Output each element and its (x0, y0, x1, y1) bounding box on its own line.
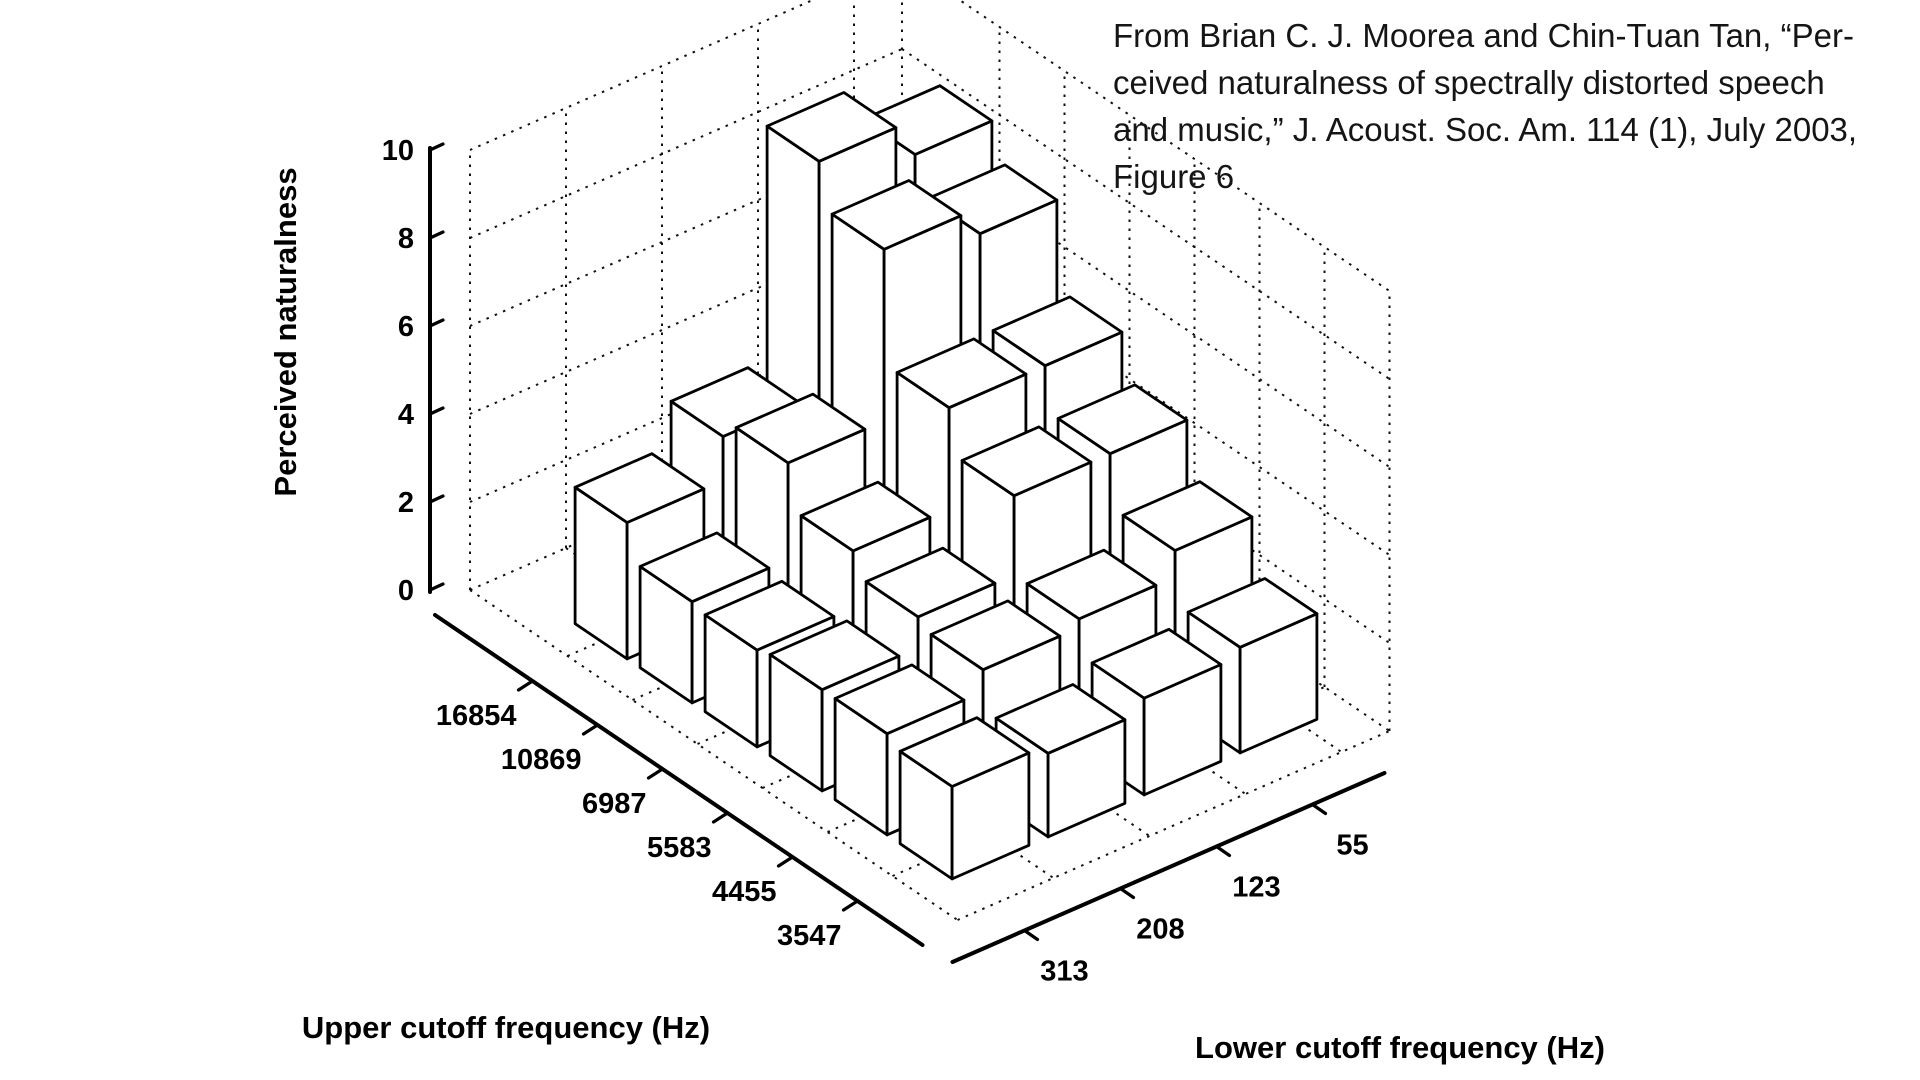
bar-4455-123-top (1025, 548, 1158, 621)
floor-front-edge (957, 730, 1390, 921)
wall-left-zline (469, 136, 903, 327)
bar-3547-55-top (1186, 577, 1319, 649)
col-tick (1118, 886, 1136, 900)
z-tick-label: 6 (398, 311, 414, 343)
bar-3547-313-top (898, 716, 1031, 788)
caption-line: ceived naturalness of spectrally distort… (1113, 64, 1825, 101)
bar-6987-123-top (895, 337, 1028, 410)
bar-4455-313-top (833, 663, 966, 736)
row-tick (711, 811, 730, 824)
row-tick (646, 767, 665, 780)
col-tick (1310, 802, 1328, 816)
bar-10869-313-top (638, 531, 771, 604)
bar-4455-208-top (929, 599, 1062, 672)
row-tick (776, 855, 795, 868)
x-axis-title: Upper cutoff frequency (Hz) (302, 1010, 710, 1045)
wall-left-zline (469, 0, 816, 151)
caption-line: Figure 6 (1113, 158, 1235, 195)
z-axis-title: Perceived naturalness (268, 167, 303, 496)
z-tick (428, 318, 445, 328)
row-axis-line (433, 613, 925, 947)
row-tick-label: 4455 (712, 876, 777, 908)
z-tick-label: 2 (398, 487, 414, 519)
z-tick (428, 142, 445, 152)
row-tick (841, 899, 860, 912)
wall-left-zline (469, 48, 903, 239)
caption-line: and music,” J. Acoust. Soc. Am. 114 (1),… (1113, 111, 1858, 148)
bar-3547-208-top (994, 683, 1127, 755)
row-tick-label: 6987 (582, 788, 647, 820)
bar-3547-123-top (1090, 627, 1223, 700)
row-tick-label: 10869 (501, 744, 582, 776)
bar-5583-313-top (768, 619, 901, 692)
bar-6987-55-top (991, 295, 1124, 368)
bar-10869-208-top (734, 392, 867, 465)
bar-5583-55-top (1056, 383, 1189, 456)
z-tick-label: 4 (398, 399, 414, 431)
caption-line: From Brian C. J. Moorea and Chin-Tuan Ta… (1113, 17, 1854, 54)
z-tick (428, 494, 445, 504)
col-tick-label: 55 (1336, 830, 1368, 862)
bars (573, 84, 1319, 881)
col-tick (1022, 928, 1040, 942)
z-tick-label: 10 (382, 135, 414, 167)
col-tick-label: 208 (1136, 914, 1184, 946)
wall-left-zline (469, 224, 903, 415)
y-axis-title: Lower cutoff frequency (Hz) (1195, 1030, 1605, 1065)
z-tick-label: 0 (398, 575, 414, 607)
bar-4455-55-top (1121, 480, 1254, 552)
row-tick-label: 3547 (777, 920, 842, 952)
bar-16854-313-top (573, 452, 706, 524)
row-tick-label: 16854 (436, 700, 517, 732)
col-tick-label: 123 (1232, 872, 1280, 904)
bar-5583-208-top (864, 546, 997, 619)
z-tick (428, 406, 445, 416)
figure-caption: From Brian C. J. Moorea and Chin-Tuan Ta… (1113, 12, 1920, 200)
z-tick (428, 230, 445, 240)
bar-10869-123-top (830, 179, 963, 251)
col-tick-label: 313 (1040, 956, 1088, 988)
bar-6987-208-top (799, 480, 932, 553)
z-tick (428, 582, 445, 592)
bar-16854-123-top (765, 91, 898, 163)
bar-5583-123-top (960, 425, 1093, 498)
bar-6987-313-top (703, 579, 836, 652)
row-tick (516, 679, 535, 692)
row-tick (581, 723, 600, 736)
row-tick-label: 5583 (647, 832, 712, 864)
z-tick-label: 8 (398, 223, 414, 255)
col-tick (1214, 844, 1232, 858)
